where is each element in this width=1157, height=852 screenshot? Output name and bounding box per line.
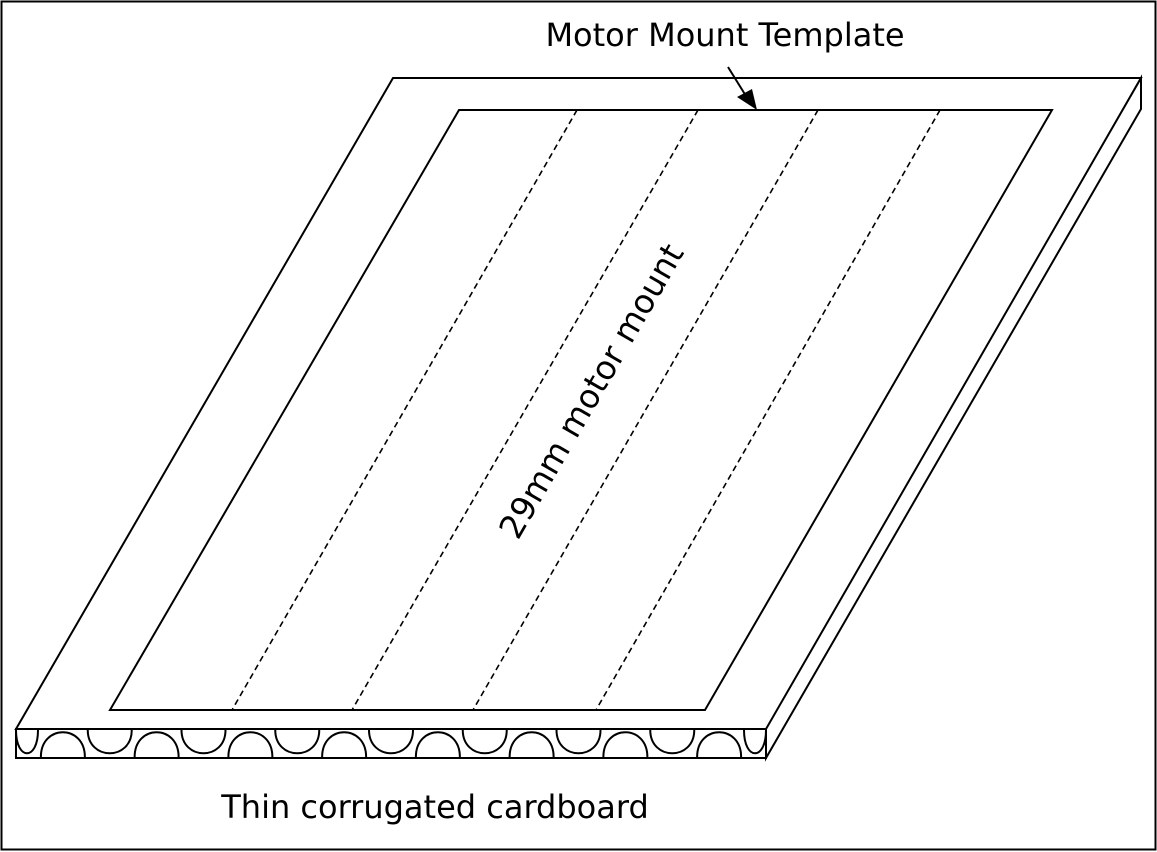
flute-valley [649,729,696,755]
flute-arch [602,731,649,758]
flute-arch [414,731,461,758]
template-label: Motor Mount Template [545,16,904,54]
template-pointer-line [727,66,747,97]
flute-arch [696,731,743,758]
flute-valley [368,729,414,755]
flute-valley [15,729,39,755]
flute-valley [86,729,133,755]
cardboard-front-edge [15,728,767,759]
template-pointer-arrowhead [737,89,757,110]
fold-line [351,109,699,711]
cardboard-label: Thin corrugated cardboard [220,788,649,826]
flute-valley [274,729,321,755]
fold-line [231,109,578,711]
flute-arch [508,731,555,758]
flute-arch [321,731,368,758]
flute-valley [743,729,767,755]
flute-arch [39,731,86,758]
flute-arch [227,731,274,758]
fold-line [595,109,941,711]
fold-lines [231,109,941,711]
corrugation-flutes [15,729,767,758]
flute-valley [555,729,602,755]
flute-valley [461,729,508,755]
flute-valley [180,729,227,755]
template-sheet [108,109,1054,711]
flute-arch [133,731,180,758]
fold-line [472,109,819,711]
